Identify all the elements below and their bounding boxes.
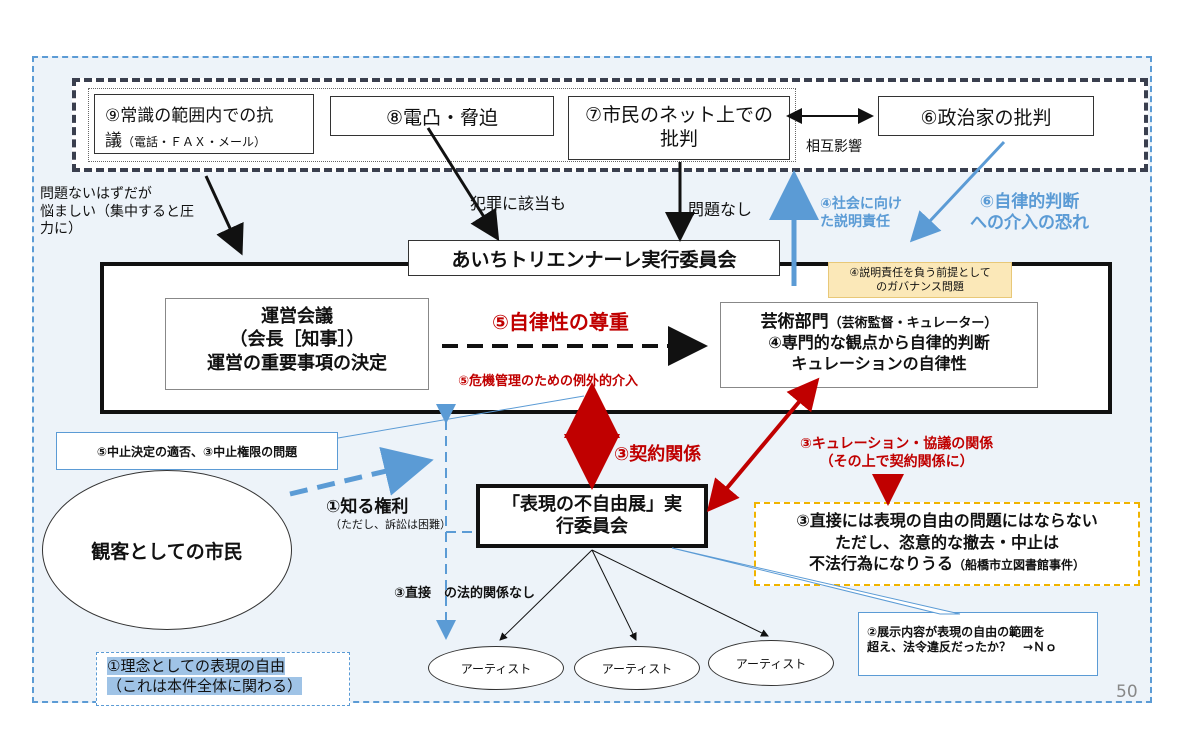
art-department-title: 芸術部門 — [760, 312, 829, 332]
art-department-box: 芸術部門（芸術監督・キュレーター） ④専門的な観点から自律的判断 キュレーション… — [720, 302, 1038, 388]
management-council-chair: （会長［知事］） — [229, 329, 365, 351]
citizens-label: 観客としての市民 — [91, 540, 243, 563]
artist-line-2 — [591, 549, 637, 641]
management-council-role: 運営の重要事項の決定 — [207, 352, 387, 374]
accountability-note: ④社会に向け た説明責任 — [820, 196, 902, 230]
freedom-issue-line3: 不法行為になりうる — [808, 554, 953, 574]
freedom-issue-line1: ③直接には表現の自由の問題にはならない — [796, 511, 1098, 530]
management-council-box: 運営会議 （会長［知事］） 運営の重要事項の決定 — [165, 298, 429, 390]
artist-label-2: アーティスト — [601, 661, 673, 676]
direct-no-legal-label: ③直接 の法的関係なし — [394, 586, 536, 601]
threats-box: ⑧電凸・脅迫 — [330, 96, 554, 136]
artist-label-1: アーティスト — [460, 661, 532, 676]
mutual-influence-label: 相互影響 — [806, 139, 862, 155]
exhibit-question-text: ②展示内容が表現の自由の範囲を 超え、法令違反だったか？ →Ｎｏ — [867, 625, 1058, 654]
threats-label: ⑧電凸・脅迫 — [385, 106, 499, 129]
page-number: 50 — [1116, 682, 1138, 702]
art-department-judgment: ④専門的な観点から自律的判断 — [768, 333, 990, 353]
triennale-committee-title: あいちトリエンナーレ実行委員会 — [408, 240, 780, 276]
freedom-issue-box: ③直接には表現の自由の問題にはならない ただし、恣意的な撤去・中止は 不法行為に… — [754, 502, 1140, 586]
exhibit-question-callout — [671, 547, 961, 615]
governance-note: ④説明責任を負う前提として のガバナンス問題 — [828, 262, 1012, 298]
cancel-decision-note: ⑤中止決定の適否、③中止権限の問題 — [56, 432, 338, 470]
artist-ellipse-3: アーティスト — [708, 640, 834, 686]
curation-arrow — [706, 377, 820, 513]
ideal-freedom-box: ①理念としての表現の自由 （これは本件全体に関わる） — [96, 652, 350, 706]
freedom-issue-case: （船橋市立図書館事件） — [953, 558, 1086, 573]
triennale-committee-title-text: あいちトリエンナーレ実行委員会 — [451, 248, 737, 271]
net-criticism-box: ⑦市民のネット上での 批判 — [568, 96, 790, 160]
threats-arrow — [426, 127, 500, 242]
protest-arrow — [204, 175, 244, 256]
contract-label: ③契約関係 — [614, 444, 702, 465]
artist-ellipse-2: アーティスト — [574, 646, 700, 690]
no-problem-note: 問題なし — [688, 200, 753, 219]
art-department-members: （芸術監督・キュレーター） — [828, 316, 998, 331]
public-protest-box: ⑨常識の範囲内での抗 議（電話・ＦＡＸ・メール） — [94, 94, 314, 154]
right-to-know-arrow — [289, 446, 434, 497]
public-protest-line2: 議 — [105, 131, 122, 151]
artist-line-3 — [591, 549, 769, 637]
right-to-know-note: （ただし、訴訟は困難） — [330, 518, 451, 531]
public-protest-detail: （電話・ＦＡＸ・メール） — [122, 135, 267, 149]
artist-label-3: アーティスト — [735, 656, 807, 671]
ideal-freedom-text: ①理念としての表現の自由 （これは本件全体に関わる） — [107, 657, 303, 695]
curation-relation-label: ③キュレーション・協議の関係 （その上で契約関係に） — [800, 436, 994, 470]
artist-line-1 — [499, 549, 593, 641]
exhibition-committee-label: 「表現の不自由展」実 行委員会 — [502, 493, 682, 538]
net-criticism-label: ⑦市民のネット上での 批判 — [584, 104, 774, 150]
cancel-note-callout — [337, 395, 585, 439]
citizen-worry-note: 問題ないはずだが 悩ましい（集中すると圧 力に） — [40, 186, 194, 237]
cancel-decision-note-text: ⑤中止決定の適否、③中止権限の問題 — [96, 444, 298, 459]
art-department-curation: キュレーションの自律性 — [791, 353, 967, 373]
autonomy-fear-arrow — [909, 140, 1006, 243]
management-council-title: 運営会議 — [261, 306, 333, 327]
autonomy-fear-note: ⑥自律的判断 への介入の恐れ — [970, 192, 1089, 234]
exhibit-question-box: ②展示内容が表現の自由の範囲を 超え、法令違反だったか？ →Ｎｏ — [858, 612, 1098, 676]
freedom-issue-line2: ただし、恣意的な撤去・中止は — [834, 532, 1059, 552]
politician-criticism-label: ⑥政治家の批判 — [920, 106, 1052, 129]
governance-note-text: ④説明責任を負う前提として のガバナンス問題 — [849, 266, 991, 293]
public-protest-line1: ⑨常識の範囲内での抗 — [105, 106, 274, 126]
artist-ellipse-1: アーティスト — [428, 646, 564, 690]
citizens-ellipse: 観客としての市民 — [42, 470, 292, 630]
respect-autonomy-label: ⑤自律性の尊重 — [492, 310, 629, 334]
right-to-know-label: ①知る権利 — [326, 497, 409, 517]
top-inner-frame — [88, 88, 796, 162]
politician-criticism-box: ⑥政治家の批判 — [878, 96, 1094, 136]
